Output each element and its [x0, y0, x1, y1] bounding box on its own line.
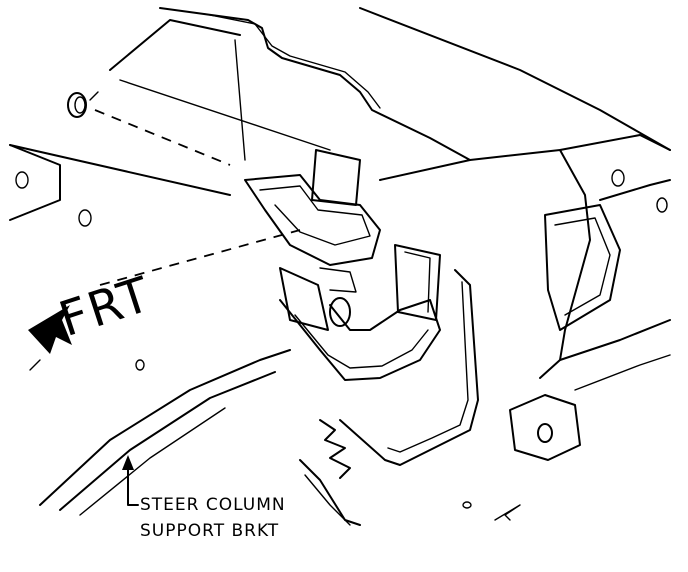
- bracket-upper-body: [244, 174, 381, 266]
- right-frame-inner: [599, 179, 671, 201]
- left-hole-3: [135, 359, 145, 371]
- callout-label-line1: STEER COLUMN: [140, 495, 286, 515]
- left-panel-left: [9, 144, 61, 221]
- right-side-plate-inner: [554, 217, 611, 316]
- rail-inner: [59, 371, 276, 511]
- cowl-line: [119, 79, 331, 151]
- upper-panel-edge: [159, 7, 471, 161]
- bracket-tab-top: [311, 149, 361, 206]
- break-line: [319, 419, 351, 479]
- bracket-right-fin-inner: [404, 251, 431, 313]
- bottom-fastener: [462, 501, 472, 509]
- channel-outer: [339, 269, 479, 466]
- right-side-plate: [544, 204, 621, 331]
- right-lower-frame-2: [574, 354, 671, 391]
- left-hole-2: [78, 209, 92, 227]
- callout-leader-line: [127, 469, 139, 506]
- rail-outer: [39, 349, 291, 506]
- bracket-lower-inner: [294, 314, 429, 369]
- frt-axis: [29, 359, 41, 371]
- cowl-line-2: [234, 39, 246, 161]
- lower-panel-2: [304, 474, 351, 526]
- frt-arrow: [28, 305, 72, 354]
- bracket-right-fin: [394, 244, 441, 321]
- lower-panel: [299, 459, 361, 526]
- right-lower-frame: [559, 319, 671, 361]
- right-frame-top: [379, 134, 671, 181]
- lower-right-block: [509, 394, 581, 461]
- right-hole-1: [611, 169, 625, 187]
- right-hole-2: [656, 197, 668, 213]
- rail-inner-2: [79, 407, 226, 516]
- upper-panel-edge-inner: [204, 13, 381, 109]
- top-panel-right: [359, 7, 671, 151]
- lower-right-hole: [537, 423, 553, 443]
- bolt-axis: [94, 109, 231, 166]
- grommet-leader: [89, 91, 99, 101]
- callout-label-line2: SUPPORT BRKT: [140, 521, 280, 541]
- bracket-upper-inner: [259, 185, 371, 246]
- channel-inner: [387, 281, 469, 453]
- bracket-lower-body: [279, 299, 441, 381]
- left-hole-1: [15, 171, 29, 189]
- grommet-outer: [67, 92, 87, 118]
- bracket-side-plate: [279, 267, 329, 331]
- bottom-bracket-mark: [494, 504, 521, 521]
- callout-arrowhead: [122, 455, 134, 470]
- bracket-connector: [319, 267, 357, 293]
- top-panel-left: [109, 19, 241, 71]
- right-frame-outer: [539, 149, 591, 379]
- bracket-mount-hole: [329, 297, 351, 327]
- left-panel-top: [9, 144, 231, 196]
- grommet-inner: [74, 96, 86, 114]
